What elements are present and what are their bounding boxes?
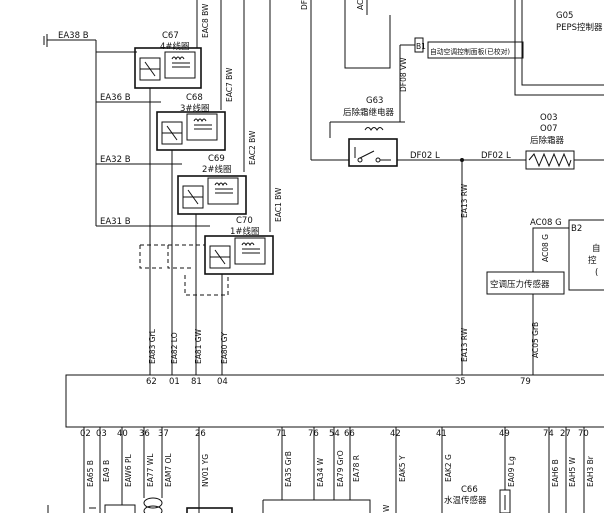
connector-pin-62: 62 xyxy=(146,377,157,387)
left-wire-label-1: EA38 B xyxy=(58,31,89,41)
ea80-wire-label: EA80 GY xyxy=(220,332,229,364)
ac-wire-top-label: AC xyxy=(356,0,365,10)
b2-partial-text-1: 自 xyxy=(592,243,601,254)
eac1-wire-label: EAC1 BW xyxy=(274,187,283,222)
coil-c70-name: 1#线圈 xyxy=(230,226,260,237)
bottom-pin: 03 xyxy=(96,429,107,439)
peps-controller-box: G05 PEPS控制器 xyxy=(514,0,604,96)
ea81-wire-label: EA81 GW xyxy=(194,328,203,364)
bottom-pin: 66 xyxy=(344,429,355,439)
rear-defrost-relay: B1 自动空调控制面板(已校对) DF08 VW G63 后除霜继电器 xyxy=(329,37,524,167)
water-temp-sensor: C66 水温传感器 xyxy=(444,485,511,513)
pressure-sensor-name: 空调压力传感器 xyxy=(490,279,550,290)
connector-pin-01: 01 xyxy=(169,377,180,387)
ea83-wire-label: EA83 GrL xyxy=(148,328,157,364)
coil-c69-code: C69 xyxy=(208,154,225,164)
bottom-wire-label: EA65 B xyxy=(86,460,95,487)
bottom-pin: 76 xyxy=(308,429,319,439)
bottom-wire-label: EAM7 OL xyxy=(164,453,173,487)
defroster-code-2: O07 xyxy=(540,124,558,134)
connector-pin-81: 81 xyxy=(191,377,202,387)
connector-pin-04: 04 xyxy=(217,377,228,387)
ecm-connector-body xyxy=(65,374,604,428)
water-sensor-name: 水温传感器 xyxy=(444,495,487,506)
coil-c67-name: 4#线圈 xyxy=(160,41,190,52)
relay-note-text: 自动空调控制面板(已校对) xyxy=(430,47,510,56)
bottom-pin: 42 xyxy=(390,429,401,439)
peps-controller-name: PEPS控制器 xyxy=(556,22,603,33)
df02-wire-label-2: DF02 L xyxy=(481,151,511,161)
df-wire-top-label: DF xyxy=(300,0,309,10)
connector-pin-79: 79 xyxy=(520,377,531,387)
bottom-wire-label: EA09 Lg xyxy=(507,456,516,487)
relay-note-pin: B1 xyxy=(416,42,426,51)
rear-defroster: O03 O07 后除霜器 xyxy=(525,113,604,170)
bottom-pin: 71 xyxy=(276,429,287,439)
eac2-wire-label: EAC2 BW xyxy=(248,130,257,165)
eac7-wire-label: EAC7 BW xyxy=(225,67,234,102)
relay-code: G63 xyxy=(366,96,383,106)
bottom-wire-label: EAH5 W xyxy=(568,456,577,487)
coil-c70: C70 1#线圈 xyxy=(204,216,274,375)
ac08-wire-label-h: AC08 G xyxy=(530,218,562,228)
b2-controller-box: B2 自 控 ( xyxy=(568,219,604,291)
coil-c67: C67 4#线圈 xyxy=(134,31,202,245)
connector-pin-35: 35 xyxy=(455,377,466,387)
bottom-pin: 70 xyxy=(578,429,589,439)
coil-c70-code: C70 xyxy=(236,216,253,226)
bottom-wire-label: EA78 R xyxy=(352,455,361,482)
bottom-wire-label: EAH6 B xyxy=(551,459,560,487)
bottom-wire-label: EA9 B xyxy=(102,460,111,482)
ac08-wire-label-v: AC08 G xyxy=(541,234,550,262)
ea13-wire-label-lower: EA13 RW xyxy=(460,327,469,362)
bottom-wire-label: EA34 W xyxy=(316,457,325,487)
coil-c68-code: C68 xyxy=(186,93,203,103)
bottom-pin: 74 xyxy=(543,429,554,439)
ac-pressure-sensor: 空调压力传感器 xyxy=(486,271,565,295)
bottom-wire-label: EA79 GrO xyxy=(336,450,345,487)
coil-c67-code: C67 xyxy=(162,31,179,41)
df08-wire-label: DF08 VW xyxy=(399,57,408,92)
coil-c68-name: 3#线圈 xyxy=(180,103,210,114)
ea13-wire-label-upper: EA13 RW xyxy=(460,183,469,218)
bottom-pin: 49 xyxy=(499,429,510,439)
left-wire-label-2: EA36 B xyxy=(100,93,131,103)
bottom-wires: EA65 B EA9 B EAW6 PL EA77 WL EAM7 OL NV0… xyxy=(83,427,595,513)
bottom-pin: 41 xyxy=(436,429,447,439)
bottom-wire-label: EA77 WL xyxy=(146,453,155,487)
eac8-wire-label: EAC8 BW xyxy=(201,3,210,38)
defroster-code-1: O03 xyxy=(540,113,558,123)
bottom-wire-label: EAK2 G xyxy=(444,454,453,482)
defroster-name: 后除霜器 xyxy=(530,135,565,146)
bottom-wire-label: EAH3 Br xyxy=(586,455,595,487)
bottom-w-label: W xyxy=(382,504,391,512)
bottom-wire-label: EA35 GrB xyxy=(284,451,293,487)
ac05-wire-label: AC05 GrB xyxy=(531,322,540,358)
coil-c69: C69 2#线圈 xyxy=(177,154,247,245)
relay-name: 后除霜继电器 xyxy=(343,107,395,118)
bottom-wire-label: EAW6 PL xyxy=(124,453,133,487)
coil-c68: C68 3#线圈 xyxy=(156,93,226,245)
bottom-pin: 37 xyxy=(158,429,169,439)
ea82-wire-label: EA82 LO xyxy=(170,332,179,364)
b2-partial-text-3: ( xyxy=(595,268,598,278)
b2-pin: B2 xyxy=(571,224,582,234)
df02-wire-label-1: DF02 L xyxy=(410,151,440,161)
bottom-pin: 26 xyxy=(195,429,206,439)
coil-c69-name: 2#线圈 xyxy=(202,164,232,175)
bottom-wire-label: NV01 YG xyxy=(201,454,210,487)
water-sensor-code: C66 xyxy=(461,485,478,495)
bottom-pin: 02 xyxy=(80,429,91,439)
peps-controller-code: G05 xyxy=(556,11,573,21)
b2-partial-text-2: 控 xyxy=(588,255,597,266)
left-wire-label-4: EA31 B xyxy=(100,217,131,227)
bottom-wire-label: EAK5 Y xyxy=(398,455,407,482)
bottom-pin: 27 xyxy=(560,429,571,439)
left-wire-label-3: EA32 B xyxy=(100,155,131,165)
